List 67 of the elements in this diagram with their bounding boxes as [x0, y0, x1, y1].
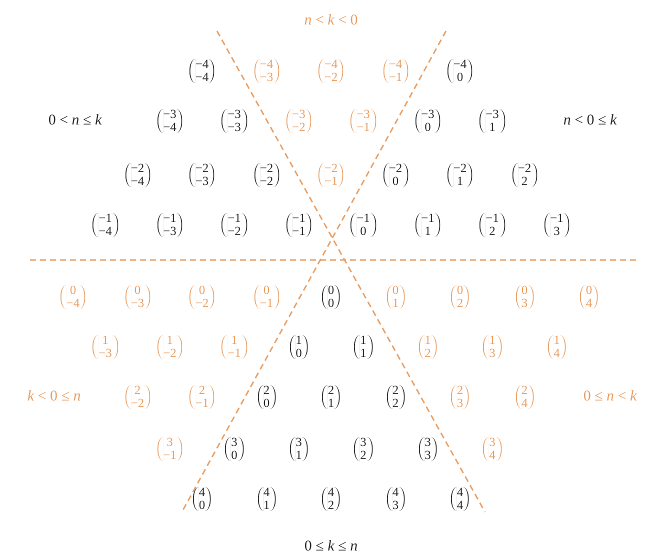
binomial-coefficient: 4 0 [192, 486, 212, 512]
binomial-coefficient: −4 −4 [189, 58, 215, 84]
binomial-coefficient: 0 −4 [60, 284, 86, 310]
binomial-coefficient: −2 −3 [189, 162, 215, 188]
binomial-coefficient: −4 −2 [318, 58, 344, 84]
binomial-coefficient: −3 −2 [286, 108, 312, 134]
binomial-coefficient: −2 −4 [124, 162, 150, 188]
binomial-coefficient: 3 4 [483, 436, 502, 462]
binomial-coefficient: −2 1 [447, 162, 473, 188]
binomial-coefficient: 2 −2 [124, 384, 150, 410]
binomial-coefficient: 3 0 [225, 436, 244, 462]
binomial-coefficient: 0 2 [450, 284, 470, 310]
binomial-coefficient: 4 4 [450, 486, 470, 512]
binomial-coefficient: −2 −1 [318, 162, 344, 188]
binomial-coefficient: −4 0 [447, 58, 473, 84]
binomial-coefficient: 1 2 [418, 334, 437, 360]
region-condition: n < k < 0 [304, 12, 358, 30]
binomial-coefficient: −1 −4 [92, 212, 118, 238]
binomial-coefficient: 1 0 [290, 334, 308, 360]
binomial-coefficient: 0 −2 [189, 284, 215, 310]
binomial-coefficient: 4 2 [322, 486, 340, 512]
binomial-coefficient: −4 −3 [254, 58, 280, 84]
binomial-coefficient: −1 0 [350, 212, 376, 238]
region-condition: n < 0 ≤ k [563, 112, 617, 130]
binomial-coefficient: 2 0 [257, 384, 276, 410]
region-condition: 0 ≤ n < k [583, 388, 637, 406]
binomial-coefficient: 0 −1 [254, 284, 280, 310]
binomial-coefficient: 3 1 [290, 436, 308, 462]
binomial-coefficient: −1 2 [480, 212, 505, 238]
binomial-coefficient: 0 4 [580, 284, 598, 310]
binomial-coefficient: 3 3 [418, 436, 437, 462]
binomial-coefficient: −3 −4 [157, 108, 182, 134]
binomial-coefficient: −3 −3 [222, 108, 247, 134]
binomial-coefficient: 2 −1 [189, 384, 215, 410]
binomial-coefficient: −1 −1 [286, 212, 312, 238]
region-condition: 0 < n ≤ k [48, 112, 102, 130]
region-condition: 0 ≤ k ≤ n [304, 538, 358, 556]
binomial-coefficient: 0 3 [515, 284, 534, 310]
binomial-coefficient: −1 3 [544, 212, 570, 238]
binomial-coefficient: 3 −1 [157, 436, 182, 462]
binomial-coefficient: 1 3 [483, 334, 502, 360]
binomial-coefficient: −1 −3 [157, 212, 182, 238]
binomial-coefficient: 2 4 [515, 384, 534, 410]
binomial-coefficient: −3 −1 [350, 108, 376, 134]
binomial-coefficient: 2 1 [322, 384, 340, 410]
binomial-coefficient: 1 −2 [157, 334, 182, 360]
binomial-coefficient: 1 4 [548, 334, 566, 360]
binomial-coefficient: 0 0 [322, 284, 340, 310]
binomial-coefficient: −3 1 [480, 108, 505, 134]
binomial-coefficient: −1 1 [415, 212, 440, 238]
binomial-coefficient: −2 2 [512, 162, 538, 188]
binomial-coefficient: 1 1 [354, 334, 372, 360]
binomial-coefficient: −4 −1 [382, 58, 408, 84]
binomial-coefficient: 0 1 [386, 284, 405, 310]
binomial-coefficient: −2 −2 [254, 162, 280, 188]
binomial-coefficient: −2 0 [382, 162, 408, 188]
binomial-coefficient: 4 1 [257, 486, 276, 512]
binomial-coefficient: 3 2 [354, 436, 372, 462]
binomial-coefficient: 1 −3 [92, 334, 118, 360]
binomial-coefficient: 2 2 [386, 384, 405, 410]
binomial-coefficient: 4 3 [386, 486, 405, 512]
binomial-coefficient: −1 −2 [222, 212, 247, 238]
binomial-coefficient: −3 0 [415, 108, 440, 134]
region-condition: k < 0 ≤ n [27, 388, 81, 406]
binomial-coefficient: 0 −3 [124, 284, 150, 310]
binomial-coefficient: 1 −1 [222, 334, 247, 360]
binomial-coefficient: 2 3 [450, 384, 470, 410]
